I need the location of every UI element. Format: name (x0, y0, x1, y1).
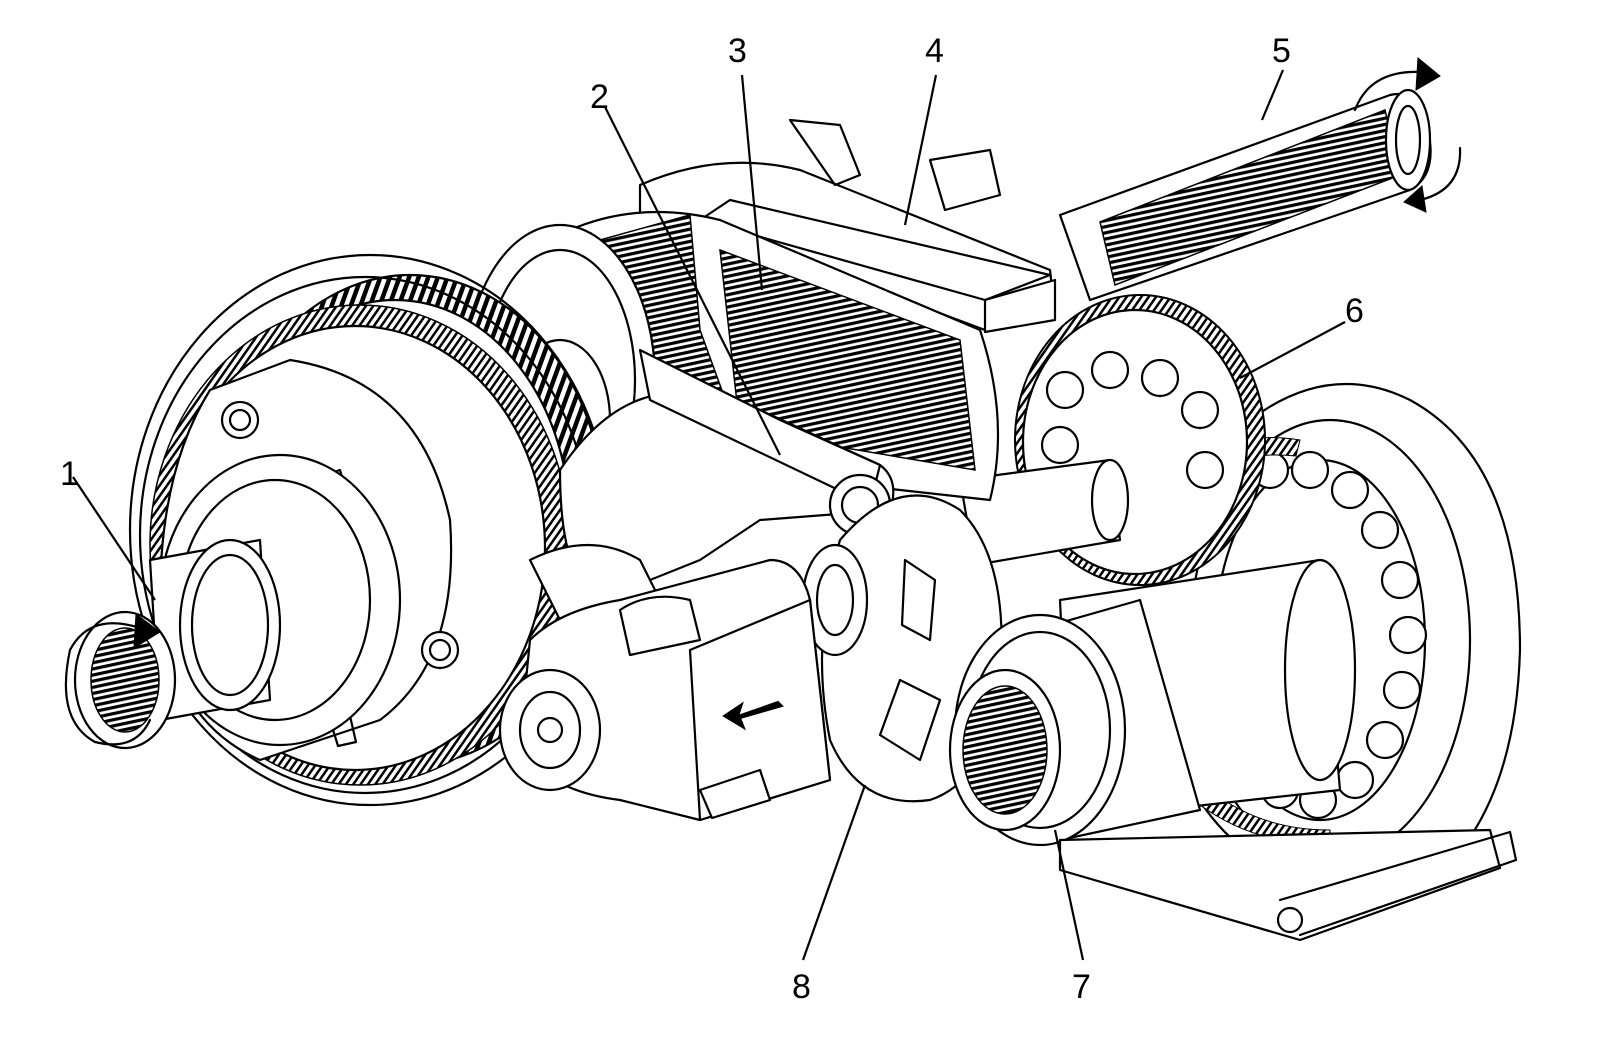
leader-line-6 (1239, 321, 1346, 379)
leader-line-8 (801, 784, 867, 961)
output-shaft (1058, 88, 1432, 302)
callout-8: 8 (792, 968, 811, 1006)
callout-4: 4 (925, 32, 944, 70)
leader-lines (72, 69, 1346, 961)
leader-line-3 (740, 74, 764, 291)
direction-arrow-icon (722, 700, 784, 731)
rotation-arrow-icon (64, 613, 161, 746)
callout-3: 3 (728, 32, 747, 70)
input-shaft (73, 453, 402, 750)
callout-7: 7 (1072, 968, 1091, 1006)
callout-6: 6 (1345, 292, 1364, 330)
leader-line-5 (1260, 69, 1285, 121)
output-sleeve (948, 598, 1202, 847)
rotation-arrow-icon (1353, 56, 1462, 213)
leader-line-2 (604, 106, 781, 456)
callout-1: 1 (60, 455, 79, 493)
brake-band (638, 118, 1057, 334)
callout-labels: 1 2 3 4 5 6 7 8 (60, 32, 1364, 1006)
callout-5: 5 (1272, 32, 1291, 70)
leader-line-4 (903, 74, 938, 226)
leader-line-7 (1053, 829, 1085, 961)
leader-line-1 (72, 476, 156, 601)
callout-2: 2 (590, 78, 609, 116)
base-rail (1058, 828, 1518, 942)
